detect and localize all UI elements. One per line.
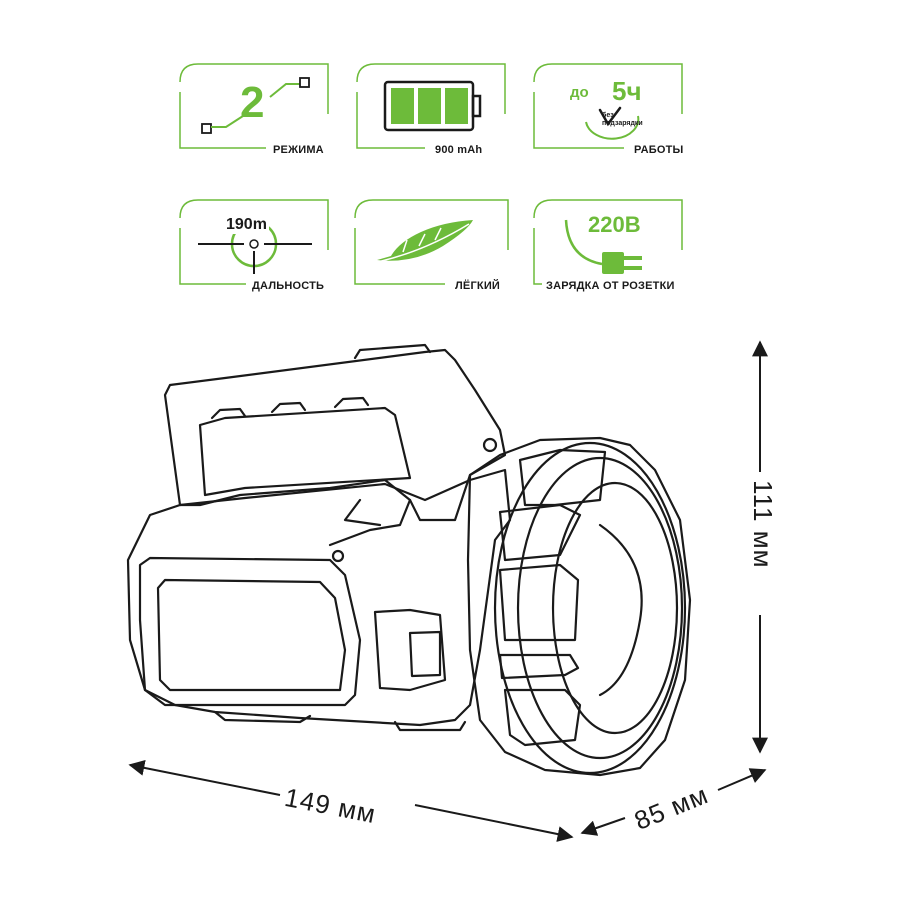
range-label: ДАЛЬНОСТЬ [252, 280, 325, 292]
feature-card-light: ЛЁГКИЙ [353, 198, 509, 292]
battery-icon [383, 80, 482, 132]
runtime-prefix: до [570, 84, 589, 101]
range-number: 190m [224, 216, 269, 234]
feature-card-battery: 900 mAh [355, 62, 506, 156]
plug-icon [564, 219, 642, 274]
feature-card-runtime: до 5ч без подзарядки РАБОТЫ [532, 62, 683, 156]
card-frame [533, 199, 683, 285]
light-label: ЛЁГКИЙ [455, 280, 501, 292]
runtime-label: РАБОТЫ [634, 144, 684, 156]
runtime-note: без подзарядки [602, 112, 643, 127]
charging-number: 220В [588, 212, 641, 237]
feature-card-range: 190m ДАЛЬНОСТЬ [178, 198, 329, 292]
runtime-number: 5ч [612, 76, 642, 106]
dimension-height: 111 мм [748, 480, 778, 569]
battery-label: 900 mAh [435, 144, 483, 156]
mode-switch-icon [201, 77, 310, 134]
card-frame [179, 199, 329, 285]
modes-number: 2 [240, 78, 265, 127]
dimension-arrows [128, 340, 768, 842]
card-frame [354, 199, 509, 285]
card-frame [356, 63, 506, 149]
feature-card-charging: 220В ЗАРЯДКА ОТ РОЗЕТКИ [532, 198, 683, 292]
card-frame [179, 63, 329, 149]
flashlight-drawing [126, 343, 692, 777]
charging-label: ЗАРЯДКА ОТ РОЗЕТКИ [546, 280, 675, 292]
clock-icon [585, 106, 640, 140]
modes-label: РЕЖИМА [273, 144, 324, 156]
feather-icon [376, 220, 473, 263]
feature-card-modes: 2 РЕЖИМА [178, 62, 329, 156]
card-frame [533, 63, 683, 149]
